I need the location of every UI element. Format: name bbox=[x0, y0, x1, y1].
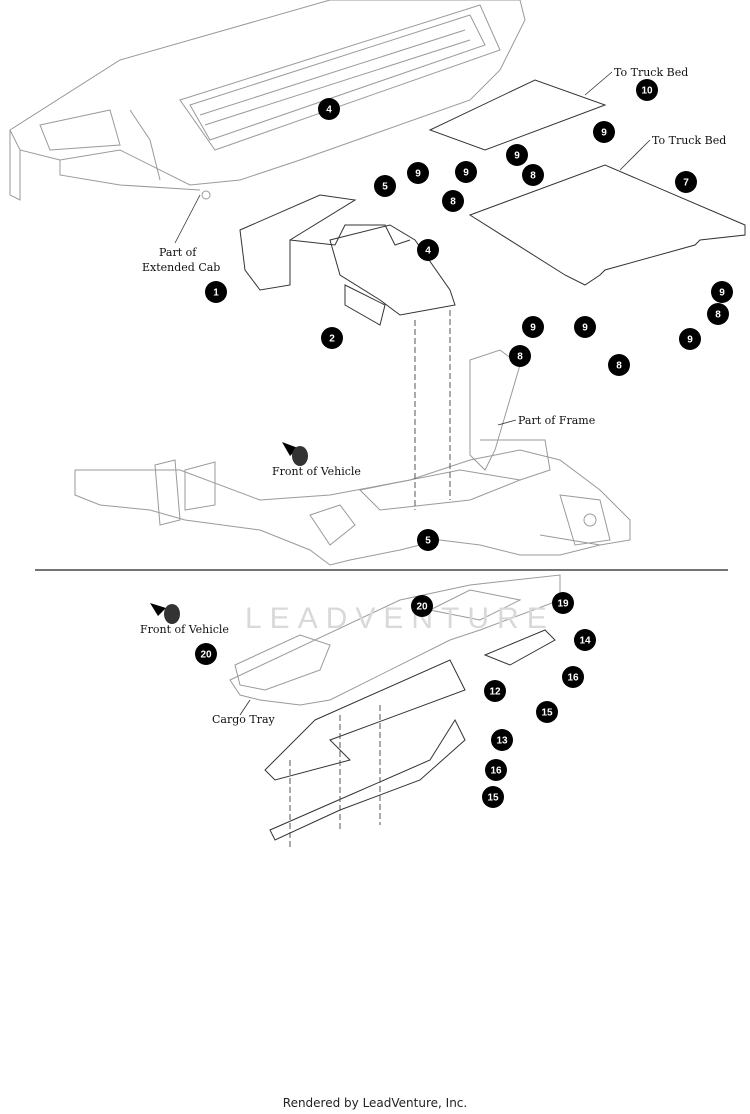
callout-bubble-c9c bbox=[455, 161, 477, 183]
footer-credit: Rendered by LeadVenture, Inc. bbox=[282, 1096, 468, 1110]
callout-number-c8a: 8 bbox=[530, 171, 536, 182]
callout-number-c8e: 8 bbox=[616, 361, 622, 372]
callout-bubble-c8d bbox=[509, 345, 531, 367]
callout-bubble-c9f bbox=[574, 316, 596, 338]
callout-number-c9d: 9 bbox=[514, 151, 520, 162]
callout-number-c8d: 8 bbox=[517, 352, 523, 363]
callout-number-c4a: 4 bbox=[326, 105, 332, 116]
callout-bubble-c7 bbox=[675, 171, 697, 193]
callout-number-c20b: 20 bbox=[200, 650, 212, 661]
callout-number-c20a: 20 bbox=[416, 602, 428, 613]
callout-bubble-c9a bbox=[593, 121, 615, 143]
callout-bubble-c9g bbox=[679, 328, 701, 350]
callout-number-c5a: 5 bbox=[382, 182, 388, 193]
callout-number-c9f: 9 bbox=[582, 323, 588, 334]
callout-number-c16a: 16 bbox=[567, 673, 579, 684]
front-arrow-icon-2 bbox=[150, 603, 180, 624]
callout-number-c15b: 15 bbox=[487, 793, 499, 804]
callout-number-c16b: 16 bbox=[490, 766, 502, 777]
callout-bubble-c9h bbox=[711, 281, 733, 303]
callout-number-c9b: 9 bbox=[415, 169, 421, 180]
callout-bubble-c20b bbox=[195, 643, 217, 665]
callout-bubble-c8a bbox=[522, 164, 544, 186]
callout-bubble-c8c bbox=[707, 303, 729, 325]
callout-number-c9e: 9 bbox=[530, 323, 536, 334]
callout-bubble-c4a bbox=[318, 98, 340, 120]
callout-bubble-c10 bbox=[636, 79, 658, 101]
extended-cab-drawing bbox=[9, 0, 526, 201]
truck-bed-plates-drawing bbox=[428, 79, 746, 286]
label-leaders bbox=[174, 71, 651, 716]
part-of-extended-cab-label-2: Extended Cab bbox=[142, 261, 220, 274]
callout-bubble-c9d bbox=[506, 144, 528, 166]
callout-number-c13: 13 bbox=[496, 736, 508, 747]
part-of-frame-label: Part of Frame bbox=[518, 414, 595, 427]
callout-bubble-c8b bbox=[442, 190, 464, 212]
frame-drawing bbox=[74, 349, 631, 566]
callout-number-c9h: 9 bbox=[719, 288, 725, 299]
callout-bubble-c15a bbox=[536, 701, 558, 723]
callout-bubble-c9b bbox=[407, 162, 429, 184]
parts-1-2-drawing bbox=[239, 194, 456, 326]
to-truck-bed-label-2: To Truck Bed bbox=[652, 134, 726, 147]
callout-number-c7: 7 bbox=[683, 178, 689, 189]
callout-bubble-c5b bbox=[417, 529, 439, 551]
watermark: LEADVENTURE bbox=[245, 602, 555, 635]
callout-number-c2: 2 bbox=[329, 334, 335, 345]
callout-number-c12: 12 bbox=[489, 687, 501, 698]
to-truck-bed-label: To Truck Bed bbox=[614, 66, 688, 79]
callout-number-c9g: 9 bbox=[687, 335, 693, 346]
callout-bubble-c2 bbox=[321, 327, 343, 349]
callout-bubble-c4b bbox=[417, 239, 439, 261]
callout-bubble-c13 bbox=[491, 729, 513, 751]
callout-number-c10: 10 bbox=[641, 86, 653, 97]
callout-bubble-c15b bbox=[482, 786, 504, 808]
callout-bubble-c12 bbox=[484, 680, 506, 702]
callout-number-c8b: 8 bbox=[450, 197, 456, 208]
hardware-leader-lines bbox=[289, 310, 451, 850]
plates-12-13-14-drawing bbox=[264, 629, 556, 841]
callout-number-c14: 14 bbox=[579, 636, 591, 647]
front-arrow-icon bbox=[282, 442, 308, 466]
callout-number-c9c: 9 bbox=[463, 168, 469, 179]
callout-bubble-c19 bbox=[552, 592, 574, 614]
callout-bubble-c5a bbox=[374, 175, 396, 197]
front-of-vehicle-label-2: Front of Vehicle bbox=[140, 623, 229, 636]
callout-number-c1: 1 bbox=[213, 288, 219, 299]
callout-number-c19: 19 bbox=[557, 599, 569, 610]
callout-bubble-c16b bbox=[485, 759, 507, 781]
callout-bubble-c8e bbox=[608, 354, 630, 376]
callout-number-c15a: 15 bbox=[541, 708, 553, 719]
callout-bubble-c20a bbox=[411, 595, 433, 617]
callout-bubble-c9e bbox=[522, 316, 544, 338]
callout-number-c4b: 4 bbox=[425, 246, 431, 257]
cargo-tray-drawing bbox=[229, 574, 561, 706]
callout-bubble-c14 bbox=[574, 629, 596, 651]
callout-bubble-c16a bbox=[562, 666, 584, 688]
part-of-extended-cab-label-1: Part of bbox=[159, 246, 197, 259]
callout-number-c8c: 8 bbox=[715, 310, 721, 321]
cargo-tray-label: Cargo Tray bbox=[212, 713, 276, 726]
callout-number-c5b: 5 bbox=[425, 536, 431, 547]
callout-number-c9a: 9 bbox=[601, 128, 607, 139]
callout-bubble-c1 bbox=[205, 281, 227, 303]
front-of-vehicle-label: Front of Vehicle bbox=[272, 465, 361, 478]
